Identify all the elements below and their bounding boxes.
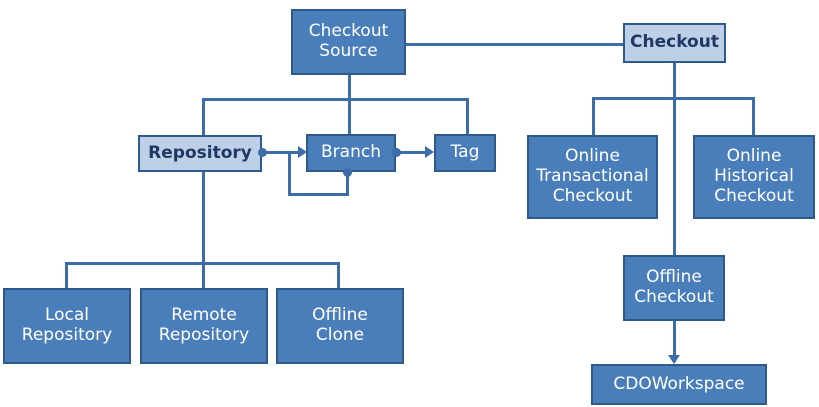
- arrowhead-offline-checkout-to-cdoworkspace: [668, 355, 680, 364]
- node-checkout[interactable]: Checkout: [623, 23, 726, 63]
- arrowhead-branch-to-tag: [425, 146, 434, 158]
- edge-bus-to-online-transactional: [592, 97, 595, 136]
- edge-branch-loop-down: [346, 172, 349, 196]
- edge-branch-loop-left: [288, 193, 349, 196]
- node-offline-clone-label: Offline Clone: [312, 305, 368, 345]
- node-repository-label: Repository: [148, 142, 252, 163]
- edge-bus-to-remote-repository: [202, 262, 205, 289]
- edge-left-bus: [202, 98, 469, 101]
- node-online-transactional-checkout-label: Online Transactional Checkout: [536, 146, 649, 206]
- node-offline-checkout[interactable]: Offline Checkout: [623, 255, 725, 321]
- edge-bus-to-local-repository: [65, 262, 68, 289]
- node-remote-repository[interactable]: Remote Repository: [140, 288, 268, 364]
- edge-dot-repository-out: [258, 148, 267, 157]
- edge-bus-to-online-historical: [752, 97, 755, 136]
- node-checkout-source[interactable]: Checkout Source: [291, 9, 406, 75]
- edge-bus-to-repository: [202, 98, 205, 138]
- node-tag-label: Tag: [450, 142, 480, 163]
- node-branch[interactable]: Branch: [306, 134, 396, 172]
- edge-bus-to-offline-clone: [337, 262, 340, 289]
- node-tag[interactable]: Tag: [434, 134, 496, 172]
- node-local-repository[interactable]: Local Repository: [3, 288, 131, 364]
- node-offline-checkout-label: Offline Checkout: [634, 267, 714, 307]
- arrowhead-repository-to-branch: [298, 146, 307, 158]
- edge-checkout-source-to-checkout: [403, 43, 623, 46]
- edge-branch-to-tag: [398, 151, 428, 154]
- edge-right-bus: [592, 97, 755, 100]
- node-repository[interactable]: Repository: [138, 135, 262, 172]
- edge-repository-to-branch: [264, 151, 300, 154]
- edge-repository-drop: [202, 172, 205, 264]
- edge-checkout-drop: [673, 62, 676, 256]
- edge-offline-checkout-to-cdoworkspace: [673, 320, 676, 362]
- node-online-historical-checkout-label: Online Historical Checkout: [714, 146, 794, 206]
- edge-bus-to-tag: [466, 98, 469, 138]
- edge-dot-branch-out: [392, 148, 401, 157]
- node-checkout-label: Checkout: [630, 32, 719, 53]
- node-offline-clone[interactable]: Offline Clone: [276, 288, 404, 364]
- edge-branch-loop-up: [288, 151, 291, 196]
- node-cdoworkspace-label: CDOWorkspace: [613, 373, 745, 394]
- edge-checkout-source-drop: [348, 74, 351, 138]
- edge-branch-loop-in: [288, 151, 302, 154]
- edge-dot-branch-loop: [343, 168, 352, 177]
- node-online-historical-checkout[interactable]: Online Historical Checkout: [693, 135, 815, 219]
- node-branch-label: Branch: [321, 142, 381, 163]
- node-local-repository-label: Local Repository: [21, 305, 113, 345]
- node-checkout-source-label: Checkout Source: [308, 21, 389, 61]
- node-remote-repository-label: Remote Repository: [158, 305, 250, 345]
- node-cdoworkspace[interactable]: CDOWorkspace: [591, 364, 767, 405]
- node-online-transactional-checkout[interactable]: Online Transactional Checkout: [527, 135, 658, 219]
